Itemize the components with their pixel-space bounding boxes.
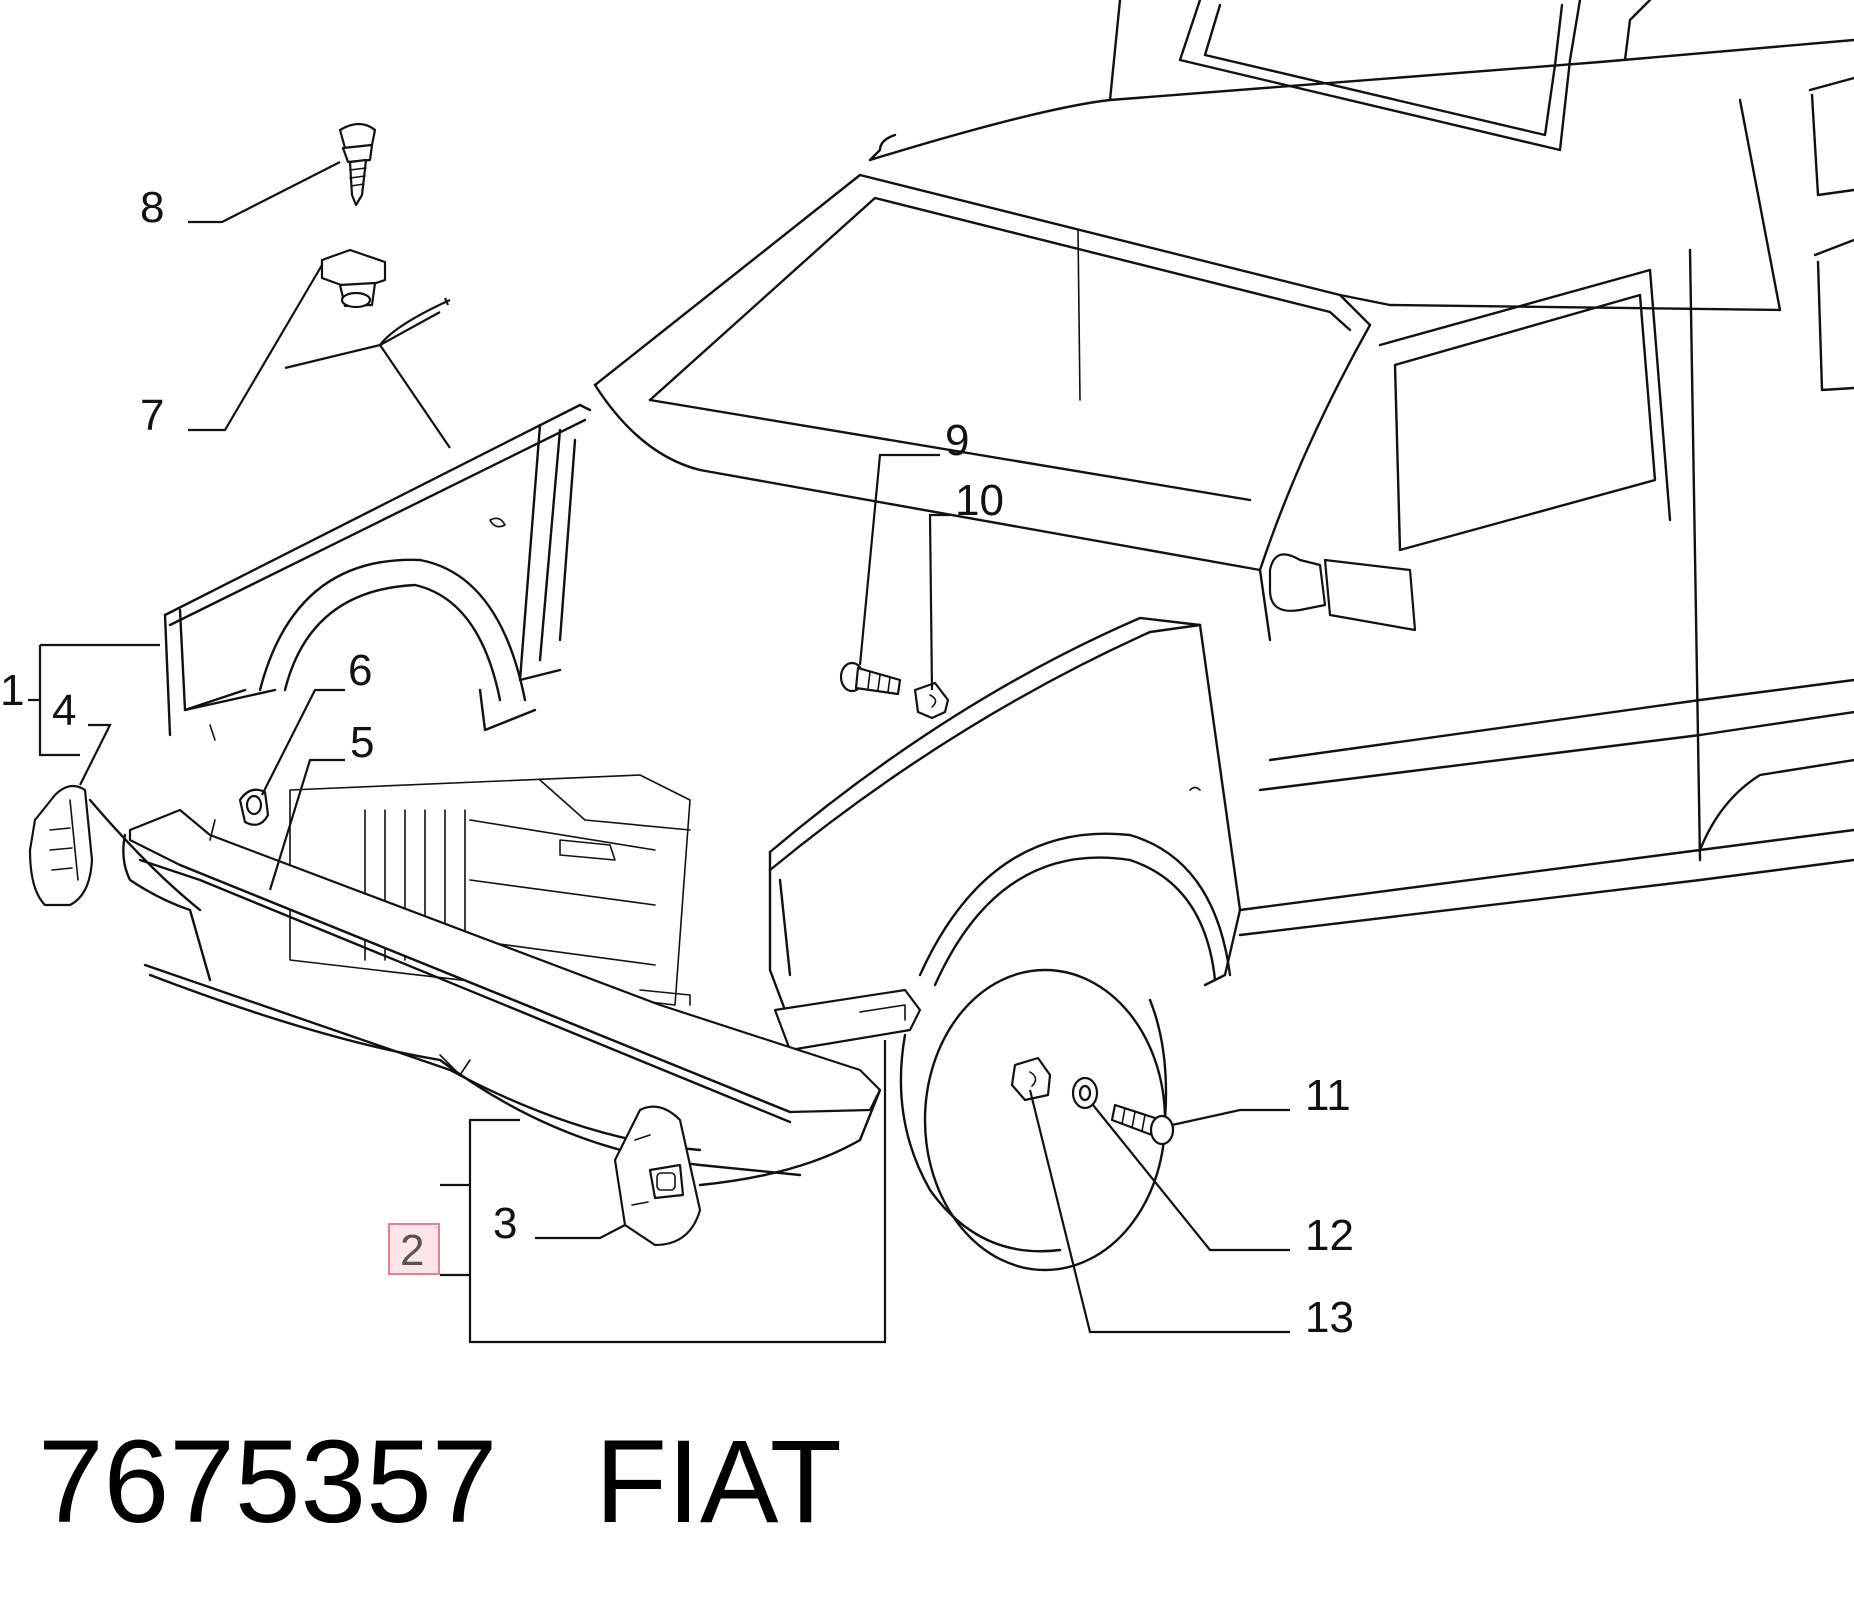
part-clip-nut-7 [320,248,387,309]
engine-bay-detail [289,774,691,1006]
callout-4[interactable]: 4 [52,686,76,735]
callout-1[interactable]: 1 [0,666,24,715]
part-clip-13 [1010,1056,1052,1102]
part-nut-6 [238,788,270,826]
callout-12[interactable]: 12 [1305,1211,1354,1260]
callout-11[interactable]: 11 [1305,1071,1351,1120]
part-bolt-9 [839,661,902,696]
callout-2-highlight-box [388,1223,440,1275]
callout-10[interactable]: 10 [955,476,1004,525]
part-bracket-3 [613,1105,702,1247]
callout-9[interactable]: 9 [945,416,969,465]
brand-caption: FIAT [595,1416,842,1548]
car-body-outline [593,0,1854,1272]
callout-5[interactable]: 5 [350,718,374,767]
left-fender-panel [163,403,592,741]
callout-8[interactable]: 8 [140,183,164,232]
callout-3[interactable]: 3 [493,1199,517,1248]
callout-6[interactable]: 6 [348,646,372,695]
callout-7[interactable]: 7 [140,391,164,440]
part-bracket-4 [28,784,94,907]
leader-lines [28,161,1290,1344]
callout-2[interactable]: 2 [400,1226,424,1275]
part-clip-10 [913,681,950,720]
part-bolt-11 [1110,1103,1175,1146]
callout-13[interactable]: 13 [1305,1293,1354,1342]
part-screw-8 [338,122,377,207]
front-bumper [88,798,882,1187]
part-number-caption: 7675357 [38,1416,497,1548]
part-washer-12 [1071,1076,1099,1110]
